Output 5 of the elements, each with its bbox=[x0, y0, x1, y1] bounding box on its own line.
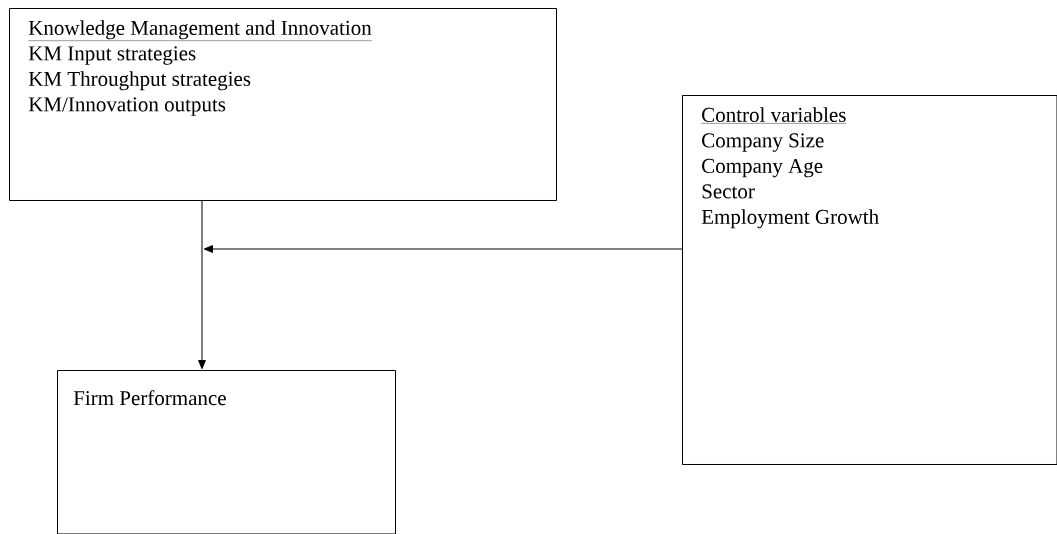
arrow bbox=[203, 245, 683, 253]
text-box: Firm Performance bbox=[57, 370, 396, 534]
arrow bbox=[198, 200, 206, 370]
text-box: Knowledge Management and Innovation KM Input strategies KM Throughput strategies KM/Innovation outputs bbox=[9, 8, 557, 201]
text-box: Control variables Company Size Company Age Sector Employment Growth bbox=[682, 95, 1057, 465]
